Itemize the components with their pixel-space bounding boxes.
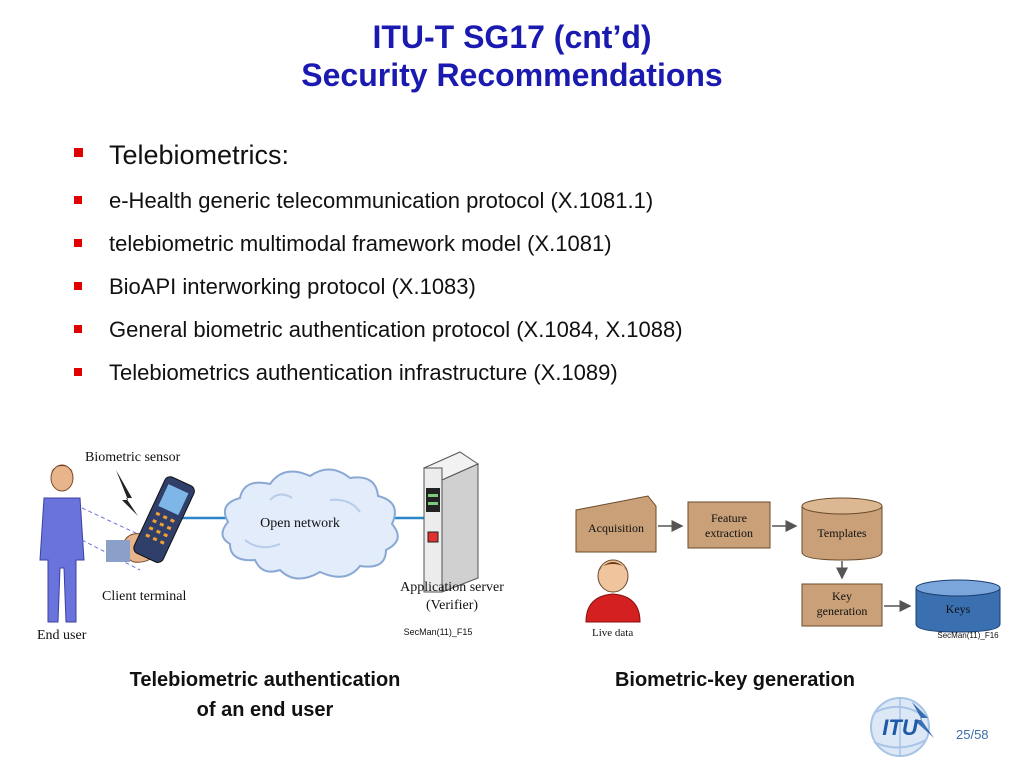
bullet-item: Telebiometrics: bbox=[72, 136, 683, 186]
figure-biometric-key-gen: Acquisition Feature extraction Templates… bbox=[570, 488, 1010, 648]
bullet-item: BioAPI interworking protocol (X.1083) bbox=[72, 272, 683, 315]
figure-biometric-key-gen-svg: Acquisition Feature extraction Templates… bbox=[575, 495, 1001, 640]
itu-logo-icon: ITU bbox=[870, 697, 934, 757]
bullet-marker-icon bbox=[74, 196, 82, 204]
key-label: Key bbox=[832, 589, 852, 603]
bullet-item: General biometric authentication protoco… bbox=[72, 315, 683, 358]
handheld-terminal-icon bbox=[106, 476, 195, 563]
figure-telebiometric-auth: Biometric sensor Client terminal End use… bbox=[30, 440, 530, 650]
key-generation-box: Key generation bbox=[801, 583, 883, 627]
end-user-figure-icon bbox=[39, 464, 85, 623]
biometric-sensor-label: Biometric sensor bbox=[85, 450, 181, 465]
figure-telebiometric-auth-svg: Biometric sensor Client terminal End use… bbox=[37, 450, 504, 643]
bullet-marker-icon bbox=[74, 239, 82, 247]
bullet-marker-icon bbox=[74, 325, 82, 333]
itu-logo-text: ITU bbox=[882, 715, 919, 740]
caption-telebiometric-auth: Telebiometric authentication of an end u… bbox=[60, 665, 470, 725]
generation-label: generation bbox=[817, 604, 868, 618]
app-server-label: Application server bbox=[400, 580, 504, 595]
live-data-label: Live data bbox=[592, 627, 633, 639]
feature-label: Feature bbox=[711, 511, 747, 525]
end-user-label: End user bbox=[37, 628, 87, 643]
bullet-marker-icon bbox=[74, 148, 83, 157]
feature-extraction-box: Feature extraction bbox=[687, 501, 771, 549]
bullet-text: BioAPI interworking protocol (X.1083) bbox=[109, 274, 476, 299]
live-data-person-icon bbox=[585, 559, 641, 623]
templates-cylinder: Templates bbox=[801, 497, 883, 561]
caption-biometric-key-gen: Biometric-key generation bbox=[614, 669, 856, 691]
templates-label: Templates bbox=[817, 526, 866, 540]
bullet-text: Telebiometrics authentication infrastruc… bbox=[109, 360, 618, 385]
acquisition-box: Acquisition bbox=[575, 495, 657, 553]
slide-title-line1: ITU-T SG17 (cnt’d) bbox=[372, 19, 652, 55]
bullet-item: Telebiometrics authentication infrastruc… bbox=[72, 358, 683, 401]
bullet-text: telebiometric multimodal framework model… bbox=[109, 231, 612, 256]
bullet-marker-icon bbox=[74, 282, 82, 290]
slide-title: ITU-T SG17 (cnt’d) Security Recommendati… bbox=[0, 18, 1024, 94]
bullet-marker-icon bbox=[74, 368, 82, 376]
bullet-text: General biometric authentication protoco… bbox=[109, 317, 683, 342]
caption-line2: of an end user bbox=[196, 699, 334, 721]
slide-title-line2: Security Recommendations bbox=[301, 57, 723, 93]
lightning-icon bbox=[116, 470, 138, 516]
client-terminal-label: Client terminal bbox=[102, 589, 186, 604]
bullet-item: e-Health generic telecommunication proto… bbox=[72, 186, 683, 229]
acquisition-label: Acquisition bbox=[588, 521, 644, 535]
page-number: 25/58 bbox=[956, 727, 989, 742]
itu-logo: ITU bbox=[862, 692, 942, 767]
figure-code-label: SecMan(11)_F15 bbox=[404, 627, 473, 637]
caption-line1: Telebiometric authentication bbox=[129, 669, 401, 691]
verifier-label: (Verifier) bbox=[426, 598, 478, 613]
bullet-list: Telebiometrics: e-Health generic telecom… bbox=[72, 136, 683, 401]
extraction-label: extraction bbox=[705, 526, 753, 540]
figure-code-label: SecMan(11)_F16 bbox=[937, 631, 999, 640]
keys-label: Keys bbox=[946, 602, 971, 616]
open-network-label: Open network bbox=[260, 516, 340, 531]
cloud-icon bbox=[221, 468, 399, 580]
bullet-text: e-Health generic telecommunication proto… bbox=[109, 188, 654, 213]
bullet-item: telebiometric multimodal framework model… bbox=[72, 229, 683, 272]
bullet-text: Telebiometrics: bbox=[109, 140, 290, 170]
server-icon bbox=[422, 451, 480, 593]
keys-cylinder: Keys bbox=[915, 579, 1001, 633]
